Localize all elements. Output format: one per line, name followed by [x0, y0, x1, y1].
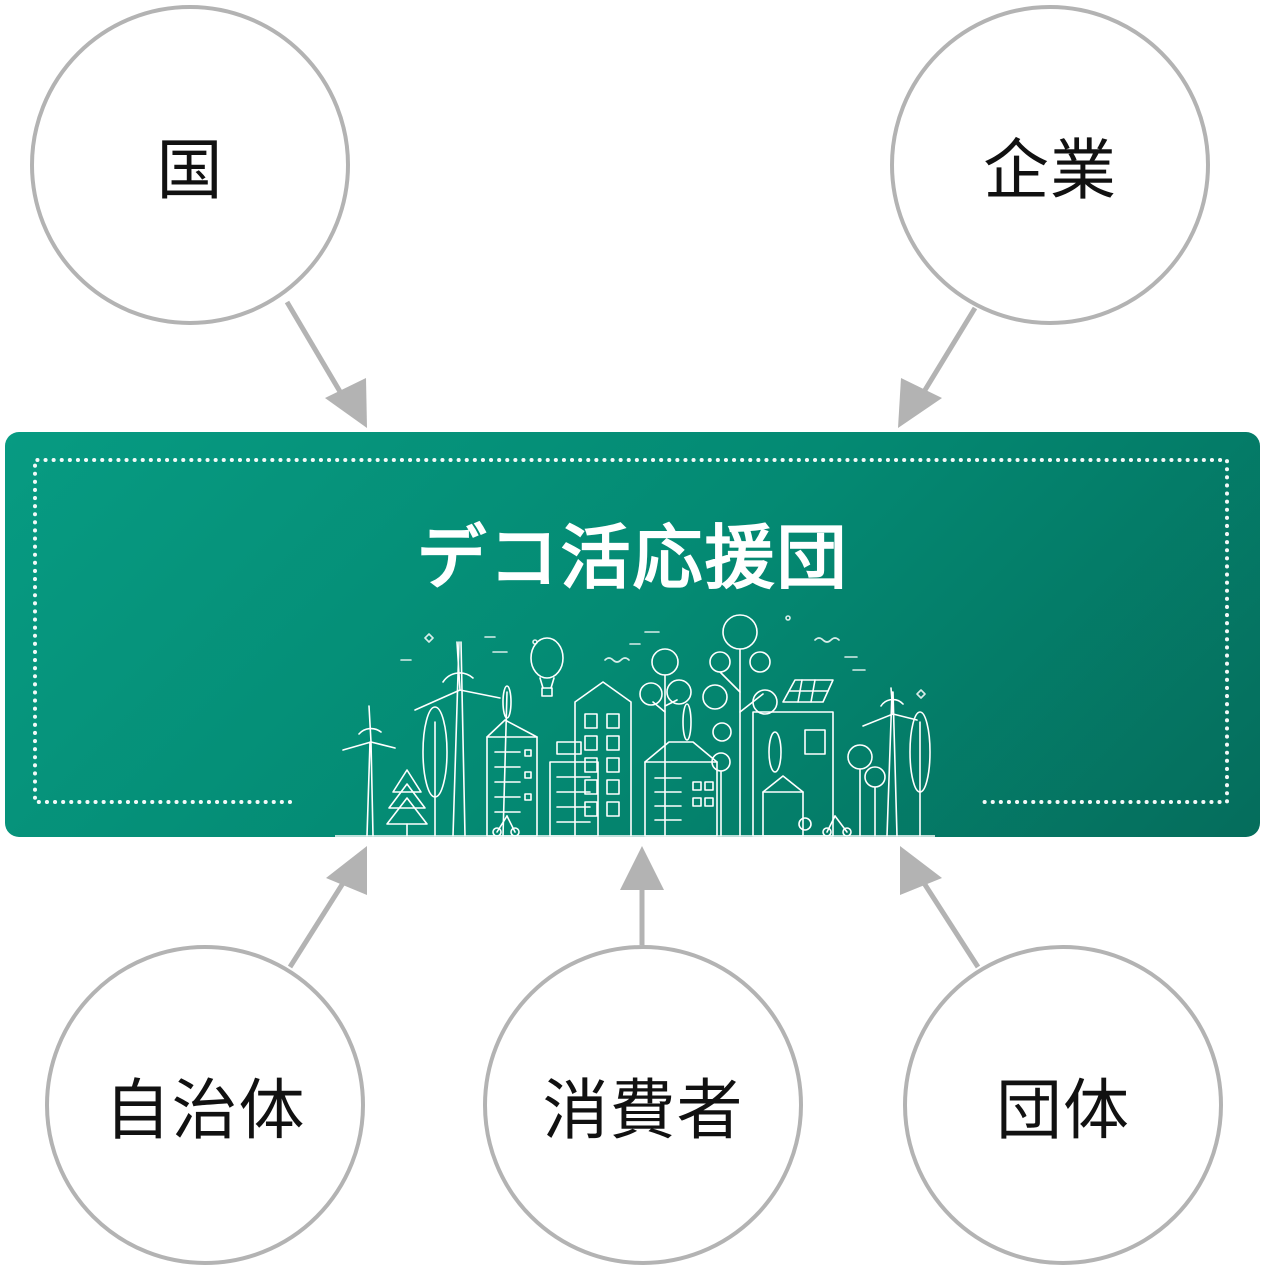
wind-turbine-icon	[414, 641, 501, 837]
tree-icon	[639, 648, 692, 837]
node-group: 団体	[903, 945, 1223, 1265]
building-icon	[644, 741, 718, 837]
node-group-label: 団体	[996, 1072, 1130, 1149]
arrow-country-to-hub	[284, 300, 367, 428]
node-local-government: 自治体	[45, 945, 365, 1265]
tree-icon	[847, 744, 886, 837]
node-consumer-label: 消費者	[542, 1072, 744, 1149]
wind-turbine-icon	[502, 685, 512, 837]
bicycle-icon	[492, 815, 520, 837]
node-local-government-label: 自治体	[104, 1072, 306, 1149]
node-consumer: 消費者	[483, 945, 803, 1265]
sky-decoration	[400, 615, 926, 699]
building-icon	[574, 681, 632, 837]
tree-icon	[422, 706, 448, 837]
dotted-frame	[33, 458, 1229, 804]
building-icon	[752, 679, 834, 837]
building-icon	[486, 719, 538, 837]
arrow-company-to-hub	[898, 306, 978, 428]
arrow-local-to-hub	[287, 846, 367, 969]
arrow-group-to-hub	[900, 846, 981, 969]
arrow-consumer-to-hub	[620, 846, 664, 945]
node-company: 企業	[890, 5, 1210, 325]
bicycle-icon	[822, 815, 852, 837]
node-country-label: 国	[156, 132, 224, 209]
wind-turbine-icon	[862, 687, 918, 837]
hot-air-balloon-icon	[530, 637, 564, 697]
wind-turbine-icon	[342, 705, 396, 837]
node-company-label: 企業	[983, 132, 1117, 209]
hub-title: デコ活応援団	[416, 517, 849, 599]
tree-icon	[909, 711, 931, 837]
eco-city-illustration	[335, 614, 935, 837]
pine-tree-icon	[386, 769, 428, 837]
building-icon	[549, 741, 599, 837]
node-country: 国	[30, 5, 350, 325]
hub-banner: デコ活応援団	[5, 432, 1260, 837]
tree-icon	[702, 614, 778, 837]
